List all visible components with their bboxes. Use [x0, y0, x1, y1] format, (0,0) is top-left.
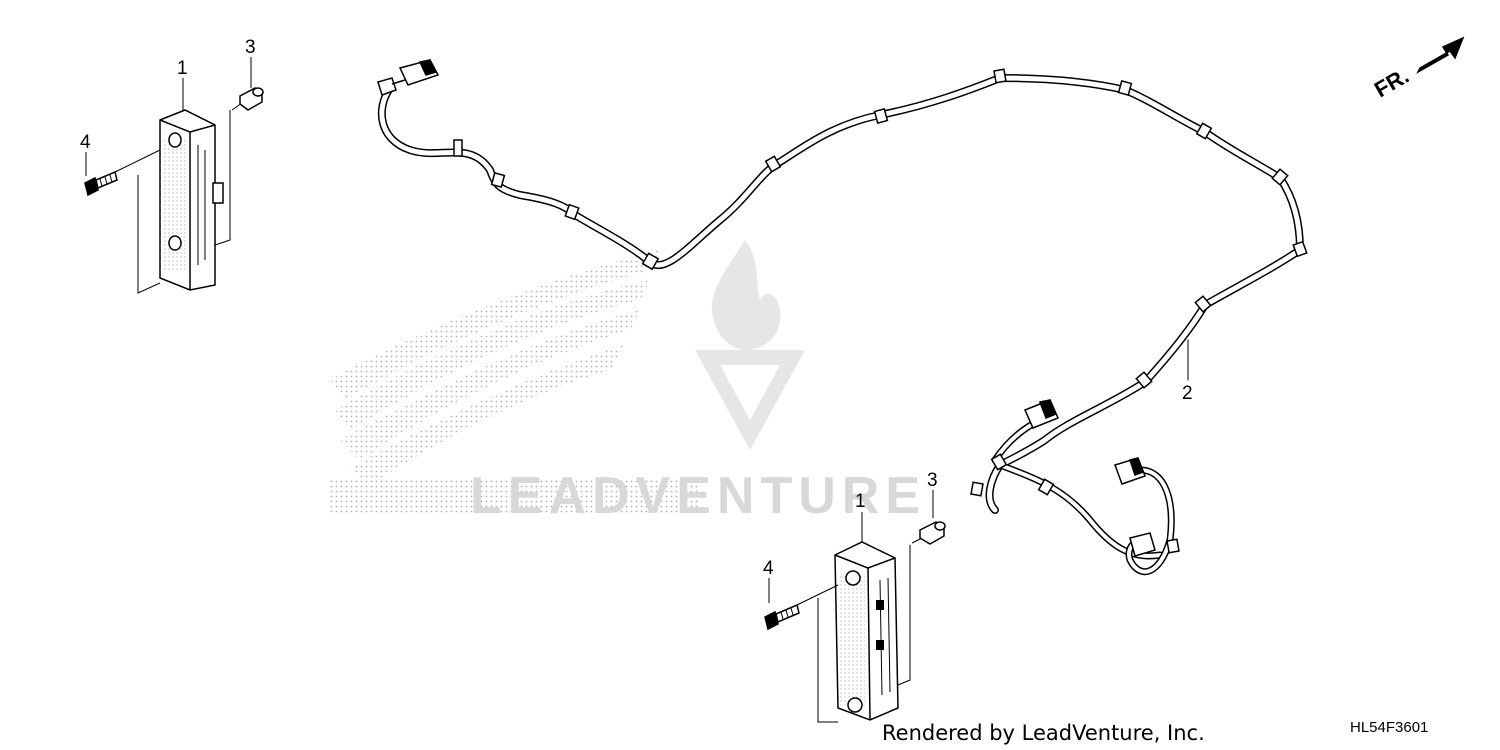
- callout-3-left: 3: [245, 37, 256, 58]
- rendered-by-footer: Rendered by LeadVenture, Inc.: [882, 721, 1205, 745]
- wing-logo-watermark: [330, 250, 700, 515]
- front-direction-indicator: FR.: [1370, 36, 1465, 102]
- callout-1-right: 1: [855, 491, 866, 512]
- callout-4-right: 4: [763, 558, 774, 579]
- collar-nut-right: [919, 521, 946, 545]
- watermark: LEADVENTURE: [330, 240, 926, 525]
- diagram-code: HL54F3601: [1350, 719, 1428, 736]
- screw-right: [764, 603, 800, 631]
- side-marker-lamp-left: [159, 109, 224, 291]
- direction-label: FR.: [1370, 63, 1413, 102]
- connector-bottom: [1129, 532, 1156, 557]
- collar-nut-left: [239, 87, 264, 111]
- callout-3-right: 3: [927, 470, 938, 491]
- callout-1-left: 1: [177, 58, 188, 79]
- callout-2-harness: 2: [1182, 383, 1193, 404]
- callout-4-left: 4: [80, 132, 91, 153]
- side-marker-lamp-right: [834, 541, 899, 721]
- connector-right-upper: [1023, 399, 1060, 429]
- flame-logo-watermark: [695, 240, 805, 450]
- direction-arrow-icon: [1416, 36, 1465, 74]
- watermark-text: LEADVENTURE: [470, 467, 926, 525]
- harness-connectors: [377, 59, 1156, 557]
- leader-lines-left: [85, 57, 252, 294]
- harness-clips: [453, 68, 1308, 554]
- screw-left: [84, 170, 118, 197]
- leader-lines-right: [768, 490, 934, 723]
- connector-top-left: [377, 59, 440, 96]
- connector-right-lower: [1114, 457, 1146, 485]
